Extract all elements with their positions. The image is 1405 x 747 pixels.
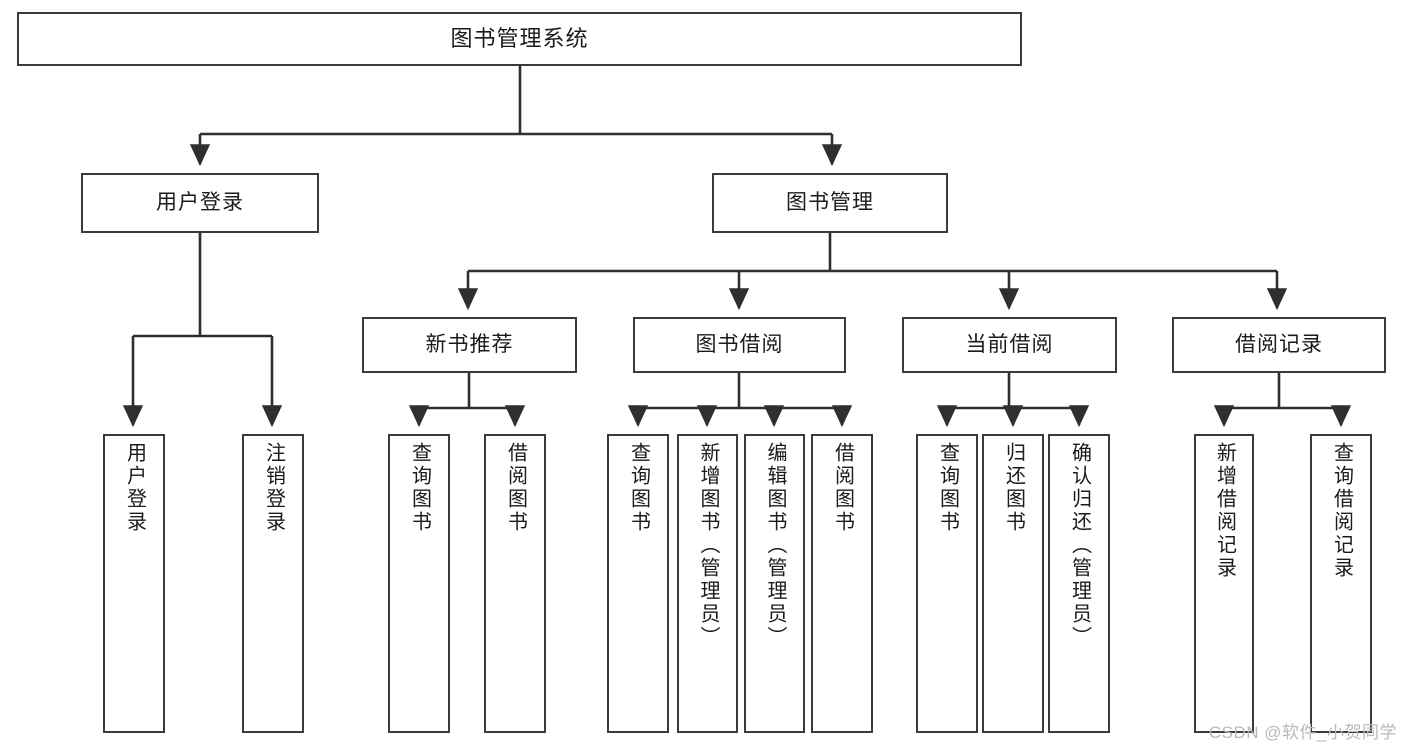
node-label: 图书管理 <box>786 190 874 214</box>
node-label: 当前借阅 <box>965 332 1054 356</box>
node-label: 用户登录 <box>156 190 244 214</box>
node-leaf-query-book-current[interactable]: 查询图书 <box>916 434 978 733</box>
node-label: 图书管理系统 <box>450 26 589 52</box>
watermark-text: CSDN @软件_小贺同学 <box>1208 723 1397 742</box>
node-leaf-return-book[interactable]: 归还图书 <box>982 434 1044 733</box>
node-label: 注销登录 <box>262 442 285 534</box>
node-level2-borrow-record[interactable]: 借阅记录 <box>1172 317 1386 373</box>
node-level1-user-login[interactable]: 用户登录 <box>81 173 319 233</box>
node-leaf-logout[interactable]: 注销登录 <box>242 434 304 733</box>
node-label: 编辑图书（管理员） <box>764 442 786 649</box>
node-label: 用户登录 <box>123 442 146 534</box>
node-leaf-confirm-return-admin[interactable]: 确认归还（管理员） <box>1048 434 1110 733</box>
node-label: 查询图书 <box>936 442 959 534</box>
node-leaf-borrow-book[interactable]: 借阅图书 <box>811 434 873 733</box>
node-label: 借阅图书 <box>831 442 854 534</box>
node-leaf-borrow-book-recommend[interactable]: 借阅图书 <box>484 434 546 733</box>
node-leaf-query-borrow-record[interactable]: 查询借阅记录 <box>1310 434 1372 733</box>
node-leaf-query-book-borrow[interactable]: 查询图书 <box>607 434 669 733</box>
node-leaf-user-login[interactable]: 用户登录 <box>103 434 165 733</box>
node-leaf-add-borrow-record[interactable]: 新增借阅记录 <box>1194 434 1254 733</box>
node-leaf-add-book-admin[interactable]: 新增图书（管理员） <box>677 434 738 733</box>
node-label: 查询图书 <box>408 442 431 534</box>
node-label: 查询借阅记录 <box>1330 442 1353 580</box>
node-leaf-query-book-recommend[interactable]: 查询图书 <box>388 434 450 733</box>
node-root[interactable]: 图书管理系统 <box>17 12 1022 66</box>
node-leaf-edit-book-admin[interactable]: 编辑图书（管理员） <box>744 434 805 733</box>
node-label: 借阅图书 <box>504 442 527 534</box>
node-label: 新书推荐 <box>425 332 514 356</box>
node-level2-new-book-recommend[interactable]: 新书推荐 <box>362 317 577 373</box>
node-level2-current-borrow[interactable]: 当前借阅 <box>902 317 1117 373</box>
node-label: 借阅记录 <box>1235 332 1323 356</box>
node-level1-book-management[interactable]: 图书管理 <box>712 173 948 233</box>
node-level2-book-borrow[interactable]: 图书借阅 <box>633 317 846 373</box>
node-label: 新增借阅记录 <box>1213 442 1236 580</box>
node-label: 查询图书 <box>627 442 650 534</box>
node-label: 确认归还（管理员） <box>1068 442 1091 649</box>
node-label: 图书借阅 <box>695 332 784 356</box>
node-label: 归还图书 <box>1002 442 1025 534</box>
node-label: 新增图书（管理员） <box>697 442 719 649</box>
